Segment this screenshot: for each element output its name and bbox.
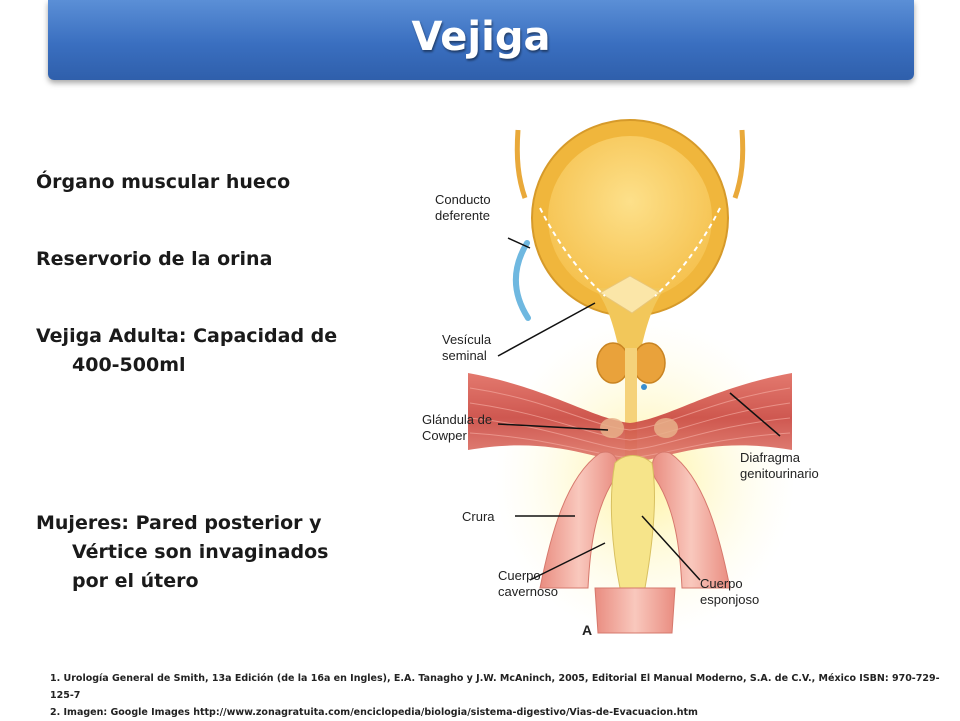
title-bar: Vejiga bbox=[48, 0, 914, 80]
urogenital-diaphragm bbox=[468, 373, 792, 463]
bullet-item: Mujeres: Pared posterior y Vértice son i… bbox=[36, 512, 329, 592]
vas-deferens bbox=[512, 240, 531, 321]
reference-item: 1. Urología General de Smith, 13a Edició… bbox=[50, 673, 940, 701]
label-glandula-cowper-1: Glándula de bbox=[422, 412, 492, 427]
page-title: Vejiga bbox=[411, 14, 551, 60]
cowper-gland-right bbox=[654, 418, 678, 438]
left-ureter bbox=[514, 129, 528, 199]
dashed-duct-left bbox=[539, 207, 606, 297]
label-glandula-cowper-2: Cowper bbox=[422, 428, 467, 443]
reference-item: 2. Imagen: Google Images http://www.zona… bbox=[50, 707, 698, 718]
label-conducto-deferente-2: deferente bbox=[435, 208, 490, 223]
label-diafragma-1: Diafragma bbox=[740, 450, 801, 465]
bladder-anatomy-diagram: Conducto deferente Vesícula seminal Glán… bbox=[422, 119, 819, 638]
dashed-duct-right bbox=[654, 207, 721, 297]
bladder-lumen bbox=[548, 136, 712, 300]
bullet-item: Vejiga Adulta: Capacidad de 400-500ml bbox=[36, 325, 338, 376]
label-cuerpo-esponjoso-2: esponjoso bbox=[700, 592, 759, 607]
label-vesicula-seminal-2: seminal bbox=[442, 348, 487, 363]
urethra-dot bbox=[641, 384, 647, 390]
bladder-neck bbox=[595, 288, 665, 353]
leader-lines bbox=[497, 237, 781, 581]
label-crura: Crura bbox=[462, 509, 495, 524]
seminal-vesicle-right bbox=[632, 342, 666, 384]
right-ureter bbox=[732, 129, 746, 199]
bullet-item: Órgano muscular hueco bbox=[36, 171, 291, 193]
trigone bbox=[599, 275, 661, 314]
crus-left bbox=[539, 451, 619, 589]
seminal-vesicle-left bbox=[596, 342, 630, 384]
crus-right bbox=[651, 451, 731, 589]
references: 1. Urología General de Smith, 13a Edició… bbox=[50, 670, 960, 721]
penile-shaft bbox=[594, 587, 676, 634]
label-panel-a: A bbox=[582, 622, 592, 638]
bullet-item: Reservorio de la orina bbox=[36, 248, 273, 270]
label-diafragma-2: genitourinario bbox=[740, 466, 819, 481]
label-cuerpo-cavernoso-1: Cuerpo bbox=[498, 568, 541, 583]
cowper-gland-left bbox=[600, 418, 624, 438]
label-cuerpo-cavernoso-2: cavernoso bbox=[498, 584, 558, 599]
label-cuerpo-esponjoso-1: Cuerpo bbox=[700, 576, 743, 591]
label-conducto-deferente-1: Conducto bbox=[435, 192, 491, 207]
corpus-spongiosum bbox=[610, 455, 655, 589]
label-vesicula-seminal-1: Vesícula bbox=[442, 332, 492, 347]
